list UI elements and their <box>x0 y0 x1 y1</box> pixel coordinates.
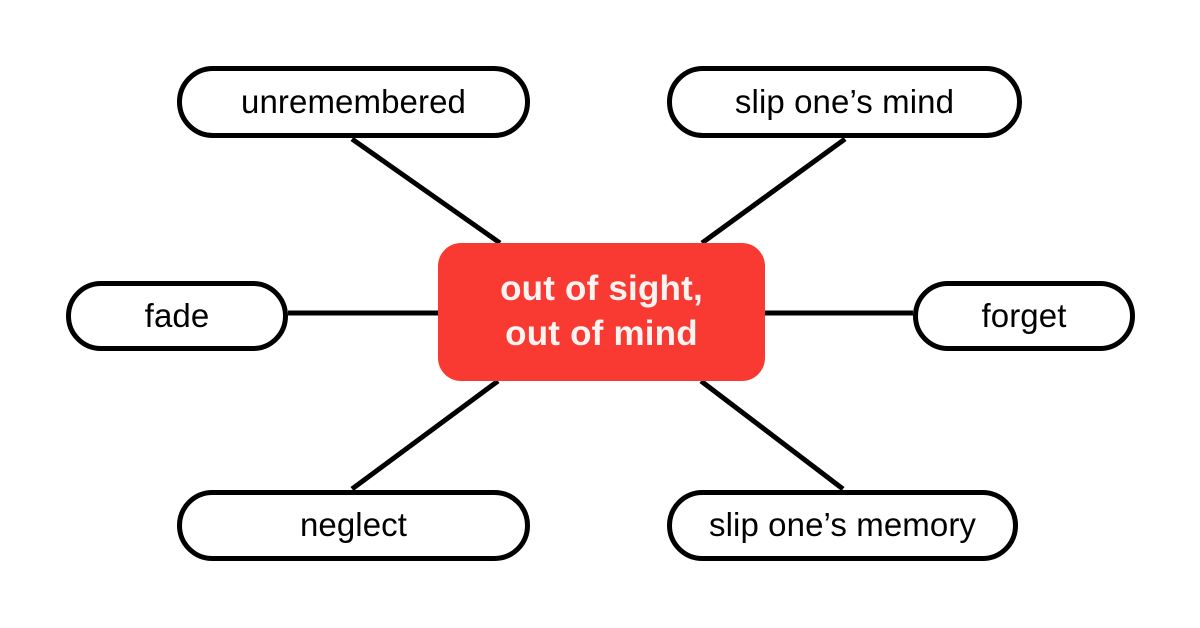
node-center-out-of-sight-out-of-mind[interactable]: out of sight, out of mind <box>438 243 765 381</box>
connector-center-to-slip-ones-mind <box>700 136 847 246</box>
node-forget[interactable]: forget <box>913 281 1135 351</box>
node-fade-label: fade <box>144 296 210 334</box>
node-neglect-label: neglect <box>299 506 408 544</box>
node-unremembered[interactable]: unremembered <box>177 66 530 138</box>
node-forget-label: forget <box>981 296 1067 334</box>
node-slip-ones-memory[interactable]: slip one’s memory <box>667 490 1018 561</box>
node-neglect[interactable]: neglect <box>177 490 530 561</box>
node-slip-ones-mind[interactable]: slip one’s mind <box>667 66 1022 138</box>
connector-center-to-slip-ones-memory <box>699 379 845 491</box>
node-fade[interactable]: fade <box>66 281 288 351</box>
node-slip-ones-mind-label: slip one’s mind <box>734 82 955 120</box>
center-label-line-2: out of mind <box>505 314 698 353</box>
connector-center-to-neglect <box>350 378 500 492</box>
connector-center-to-unremembered <box>350 136 502 246</box>
center-label-line-1: out of sight, <box>500 269 703 309</box>
node-unremembered-label: unremembered <box>241 82 466 120</box>
node-slip-ones-memory-label: slip one’s memory <box>708 506 977 544</box>
